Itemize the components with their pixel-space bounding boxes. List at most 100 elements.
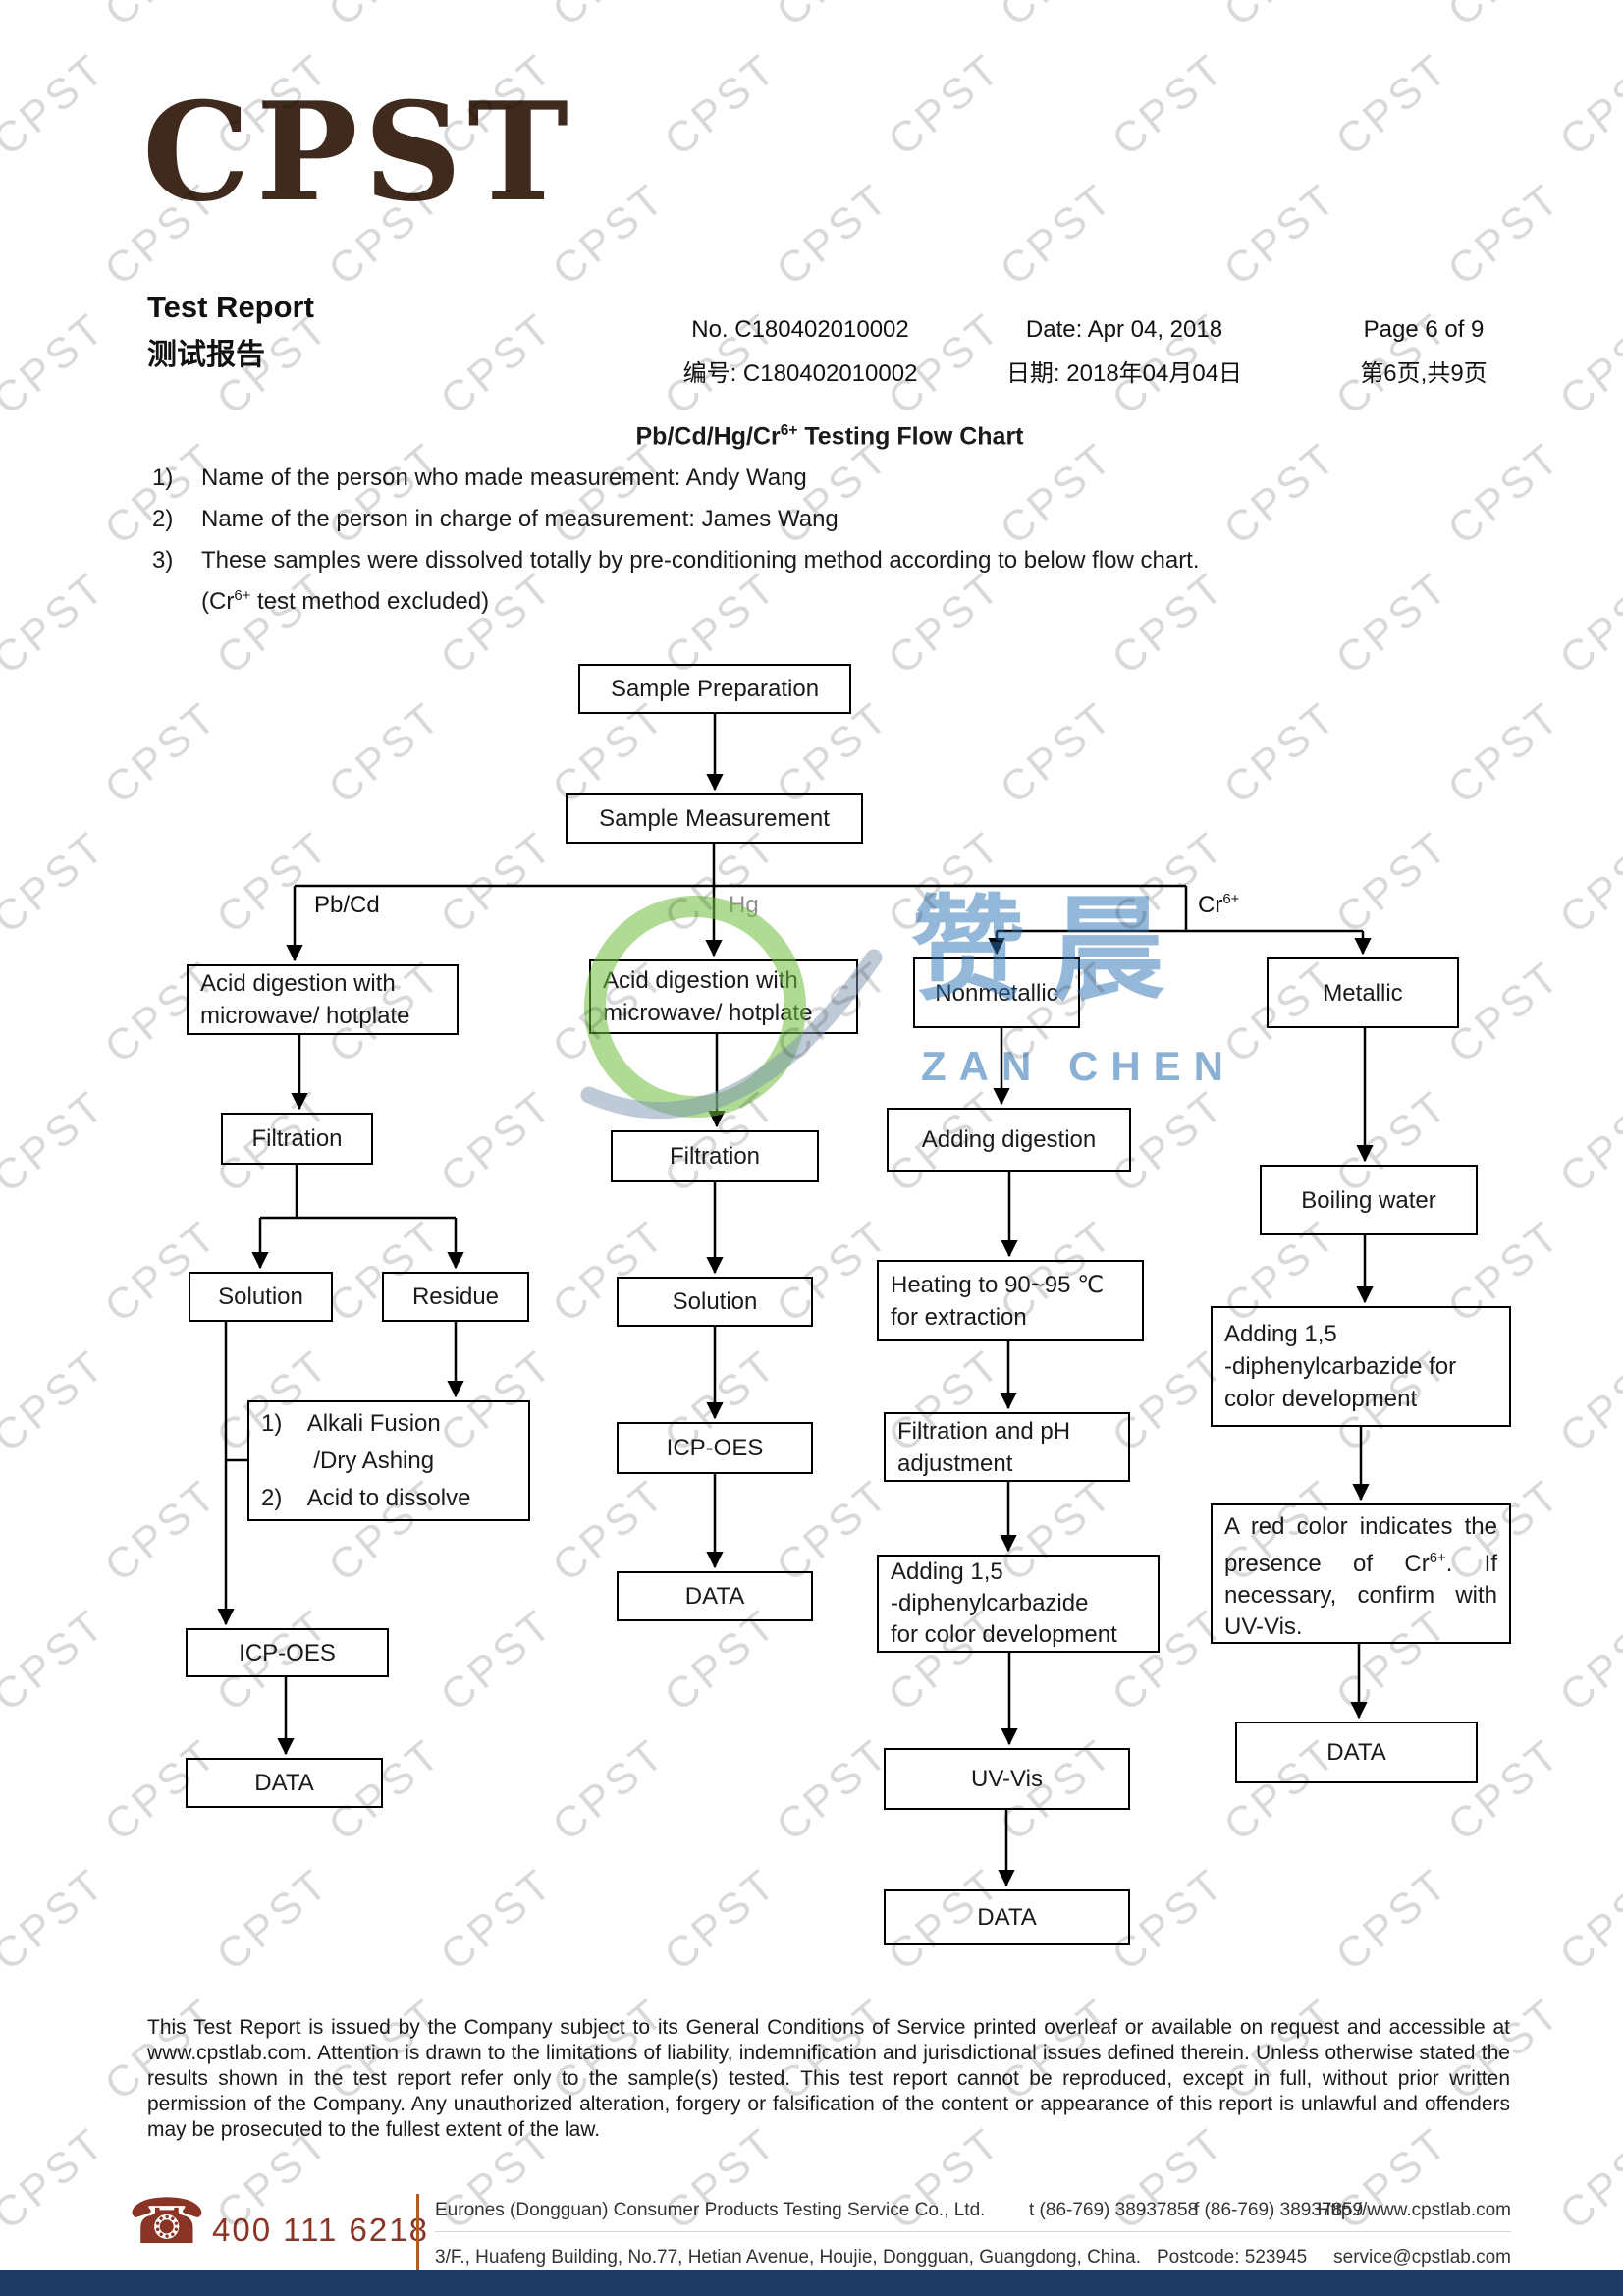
flow-label: DATA	[977, 1904, 1037, 1931]
flow-label: Filtration	[251, 1125, 343, 1152]
company-address: 3/F., Huafeng Building, No.77, Hetian Av…	[435, 2247, 1141, 2268]
branch-label-pbcd: Pb/Cd	[314, 892, 380, 918]
flow-label: Acid digestion with	[200, 970, 396, 997]
company-postcode: Postcode: 523945	[1157, 2247, 1308, 2268]
report-title-en: Test Report	[147, 290, 314, 324]
flow-chart-title-post: Testing Flow Chart	[797, 422, 1024, 451]
report-number-zh: 编号: C180402010002	[682, 360, 918, 387]
report-date-en: Date: Apr 04, 2018	[1025, 316, 1223, 343]
flow-label: DATA	[1326, 1739, 1386, 1766]
flow-label: Solution	[218, 1284, 303, 1310]
flow-label: Adding 1,5	[1224, 1321, 1337, 1347]
flow-box-data-pbcd: DATA	[186, 1758, 383, 1808]
bottom-navy-bar	[0, 2270, 1623, 2296]
flow-label: Boiling water	[1301, 1186, 1436, 1214]
company-email: service@cpstlab.com	[1333, 2247, 1511, 2268]
footer-horizontal-divider	[435, 2231, 1511, 2232]
note-3b-post: test method excluded)	[250, 588, 490, 615]
note-3b-sup: 6+	[234, 588, 251, 604]
branch-label-cr6: Cr6+	[1198, 892, 1239, 919]
flow-label: 2) Acid to dissolve	[261, 1484, 471, 1511]
flow-label: Sample Measurement	[599, 805, 830, 832]
flow-box-data-metallic: DATA	[1235, 1722, 1478, 1783]
flow-label: for color development	[891, 1621, 1117, 1648]
company-fax: f (86-769) 38937859	[1194, 2200, 1364, 2220]
note-3b-pre: (Cr	[201, 588, 235, 615]
flow-label: Adding digestion	[921, 1126, 1097, 1153]
flow-label: ICP-OES	[239, 1639, 336, 1667]
flow-box-sample-measurement: Sample Measurement	[566, 793, 863, 844]
company-name: Eurones (Dongguan) Consumer Products Tes…	[435, 2200, 986, 2220]
flow-box-filtration-ph: Filtration and pH adjustment	[884, 1412, 1130, 1482]
flow-box-boiling-water: Boiling water	[1260, 1165, 1478, 1235]
flow-label: Filtration and pH	[897, 1417, 1071, 1445]
note-2-number: 2)	[152, 506, 174, 532]
flow-box-data-nonmetallic: DATA	[884, 1889, 1130, 1945]
flow-label: adjustment	[897, 1449, 1013, 1477]
flow-label: A red color indicates the presence of Cr	[1224, 1513, 1497, 1577]
flow-box-acid-digestion-hg: Acid digestion with microwave/ hotplate	[589, 959, 858, 1034]
flow-box-heating-extraction: Heating to 90~95 ℃ for extraction	[877, 1260, 1144, 1341]
branch-label-cr6-sup: 6+	[1222, 892, 1240, 907]
report-date-zh: 日期: 2018年04月04日	[1005, 360, 1243, 387]
note-2-text: Name of the person in charge of measurem…	[201, 506, 839, 532]
flow-box-filtration-pbcd: Filtration	[221, 1113, 373, 1165]
flow-label: color development	[1224, 1386, 1418, 1412]
footer-vertical-divider	[416, 2194, 419, 2286]
flow-label: ICP-OES	[666, 1435, 764, 1461]
telephone-icon: ☎	[128, 2186, 206, 2257]
company-tel: t (86-769) 38937858	[1029, 2200, 1199, 2220]
flow-label: Adding 1,5	[891, 1558, 1003, 1585]
flow-box-data-hg: DATA	[617, 1571, 813, 1621]
flow-label: Residue	[411, 1284, 500, 1310]
branch-label-cr6-pre: Cr	[1198, 892, 1223, 918]
flow-box-uv-vis: UV-Vis	[884, 1748, 1130, 1810]
flow-box-diphenylcarbazide-metallic: Adding 1,5 -diphenylcarbazide for color …	[1211, 1306, 1511, 1427]
flow-label: Solution	[672, 1288, 758, 1315]
flow-label: microwave/ hotplate	[200, 1003, 410, 1029]
note-3-continued: (Cr6+ test method excluded)	[201, 588, 489, 616]
flow-chart-title-sup: 6+	[780, 422, 798, 439]
flow-label: DATA	[254, 1770, 314, 1796]
flow-label: UV-Vis	[971, 1766, 1043, 1792]
flow-box-solution-hg: Solution	[617, 1277, 813, 1327]
report-number-en: No. C180402010002	[691, 316, 909, 343]
flow-label: Heating to 90~95 ℃	[891, 1271, 1105, 1298]
flow-label: Acid digestion with	[603, 967, 798, 994]
flow-box-residue: Residue	[382, 1272, 529, 1322]
flow-box-icp-oes-pbcd: ICP-OES	[186, 1628, 389, 1677]
flow-chart-title: Pb/Cd/Hg/Cr6+ Testing Flow Chart	[147, 422, 1512, 451]
flow-box-solution-pbcd: Solution	[189, 1272, 333, 1322]
flow-label: . If necessary, confirm with UV-Vis.	[1224, 1551, 1498, 1640]
flow-label: Metallic	[1323, 979, 1403, 1007]
flow-label: -diphenylcarbazide	[891, 1590, 1089, 1616]
note-3-number: 3)	[152, 547, 174, 574]
note-3-text: These samples were dissolved totally by …	[201, 547, 1200, 574]
note-1-text: Name of the person who made measurement:…	[201, 465, 807, 491]
note-1-number: 1)	[152, 465, 174, 491]
flow-label: DATA	[684, 1583, 745, 1610]
flow-label: microwave/ hotplate	[603, 1000, 813, 1026]
flow-box-icp-oes-hg: ICP-OES	[617, 1422, 813, 1474]
flow-box-metallic: Metallic	[1267, 957, 1459, 1028]
flow-label-sup: 6+	[1429, 1551, 1446, 1566]
hotline-number: 400 111 6218	[212, 2212, 429, 2248]
flow-box-adding-digestion: Adding digestion	[887, 1108, 1131, 1172]
flow-label: for extraction	[891, 1303, 1027, 1331]
branch-label-hg: Hg	[729, 892, 759, 918]
flow-box-acid-digestion-pbcd: Acid digestion with microwave/ hotplate	[187, 964, 459, 1035]
flow-label: Nonmetallic	[935, 979, 1058, 1007]
legal-disclaimer: This Test Report is issued by the Compan…	[147, 2016, 1510, 2141]
flow-label: 1) Alkali Fusion	[261, 1409, 441, 1437]
flow-label: Filtration	[669, 1143, 761, 1170]
flow-box-alkali-fusion: 1) Alkali Fusion /Dry Ashing 2) Acid to …	[247, 1400, 530, 1521]
flow-box-nonmetallic: Nonmetallic	[913, 957, 1080, 1028]
page-indicator-zh: 第6页,共9页	[1360, 360, 1488, 387]
flow-label: Sample Preparation	[610, 676, 820, 702]
flow-box-red-color-note: A red color indicates the presence of Cr…	[1211, 1503, 1511, 1644]
flow-box-diphenylcarbazide-nonmetallic: Adding 1,5 -diphenylcarbazide for color …	[877, 1555, 1160, 1653]
flow-label: /Dry Ashing	[261, 1447, 435, 1474]
report-title-zh: 测试报告	[147, 339, 265, 371]
company-website: Http://www.cpstlab.com	[1317, 2200, 1511, 2220]
